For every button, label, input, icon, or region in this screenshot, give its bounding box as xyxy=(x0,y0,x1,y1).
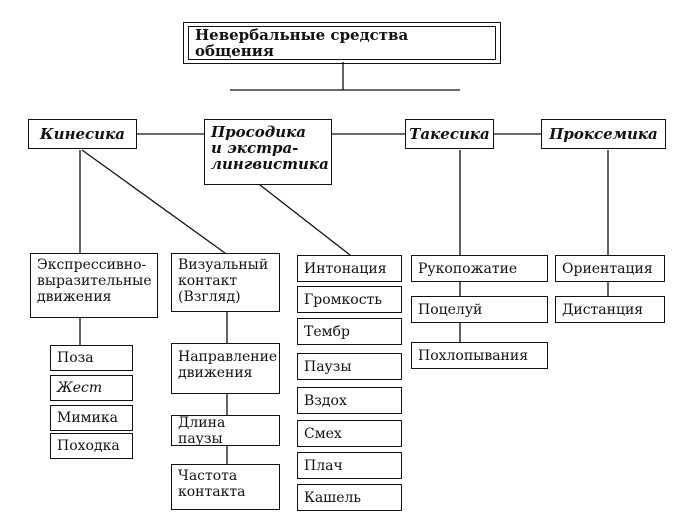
expressive-item: Походка xyxy=(50,433,133,459)
prosody-item: Громкость xyxy=(297,286,402,313)
title-frame xyxy=(183,22,501,64)
expressive-item: Мимика xyxy=(50,405,133,431)
prosody-item: Плач xyxy=(297,452,402,479)
prosody-item: Паузы xyxy=(297,353,402,380)
prosody-item: Тембр xyxy=(297,318,402,345)
group-expressive-movements: Экспрессивно- выразительные движения xyxy=(30,253,158,318)
proxemics-item: Ориентация xyxy=(555,255,665,282)
visual-item: Частота контакта xyxy=(171,464,280,510)
visual-item: Длина паузы xyxy=(171,415,280,447)
takesics-item: Поцелуй xyxy=(411,296,548,323)
page-title: Невербальные средства общения xyxy=(188,26,496,60)
prosody-item: Кашель xyxy=(297,484,402,511)
prosody-item: Вздох xyxy=(297,387,402,414)
category-prosody: Просодика и экстра- лингвистика xyxy=(204,119,332,185)
expressive-item: Жест xyxy=(50,375,133,401)
expressive-item: Поза xyxy=(50,345,133,371)
prosody-item: Интонация xyxy=(297,255,402,282)
visual-item: Направление движения xyxy=(171,343,280,394)
takesics-item: Рукопожатие xyxy=(411,255,548,282)
category-kinesics: Кинесика xyxy=(28,119,137,149)
category-takesics: Такесика xyxy=(405,119,494,149)
category-proxemics: Проксемика xyxy=(541,119,666,149)
proxemics-item: Дистанция xyxy=(555,296,665,323)
prosody-item: Смех xyxy=(297,420,402,447)
takesics-item: Похлопывания xyxy=(411,342,548,369)
group-visual-contact: Визуальный контакт (Взгляд) xyxy=(171,253,280,312)
